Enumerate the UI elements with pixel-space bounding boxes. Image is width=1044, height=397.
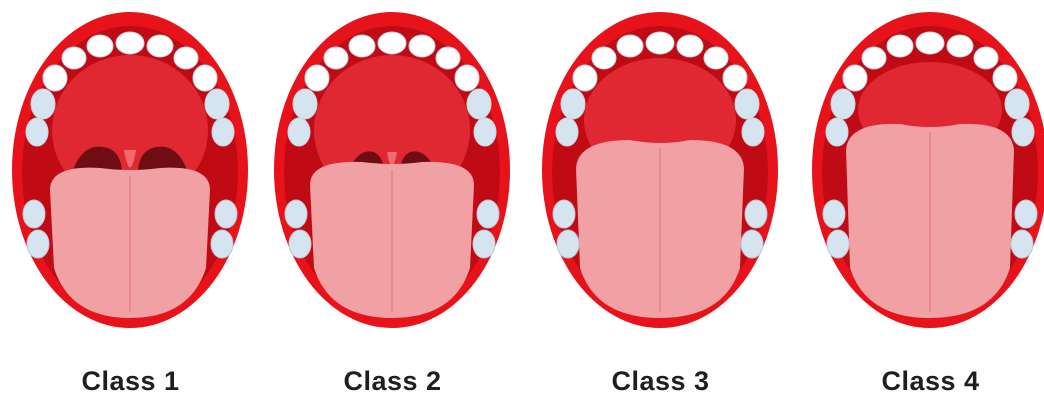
mouth-illustration-class-4 [800, 0, 1044, 345]
panel-class-3: Class 3 [530, 0, 791, 397]
class-label: Class 3 [530, 366, 791, 397]
mouth-illustration-class-1 [0, 0, 261, 345]
class-label: Class 4 [800, 366, 1044, 397]
class-label: Class 1 [0, 366, 261, 397]
panel-class-1: Class 1 [0, 0, 261, 397]
mouth-illustration-class-3 [530, 0, 791, 345]
mouth-illustration-class-2 [262, 0, 523, 345]
class-label: Class 2 [262, 366, 523, 397]
panel-class-4: Class 4 [800, 0, 1044, 397]
panel-class-2: Class 2 [262, 0, 523, 397]
